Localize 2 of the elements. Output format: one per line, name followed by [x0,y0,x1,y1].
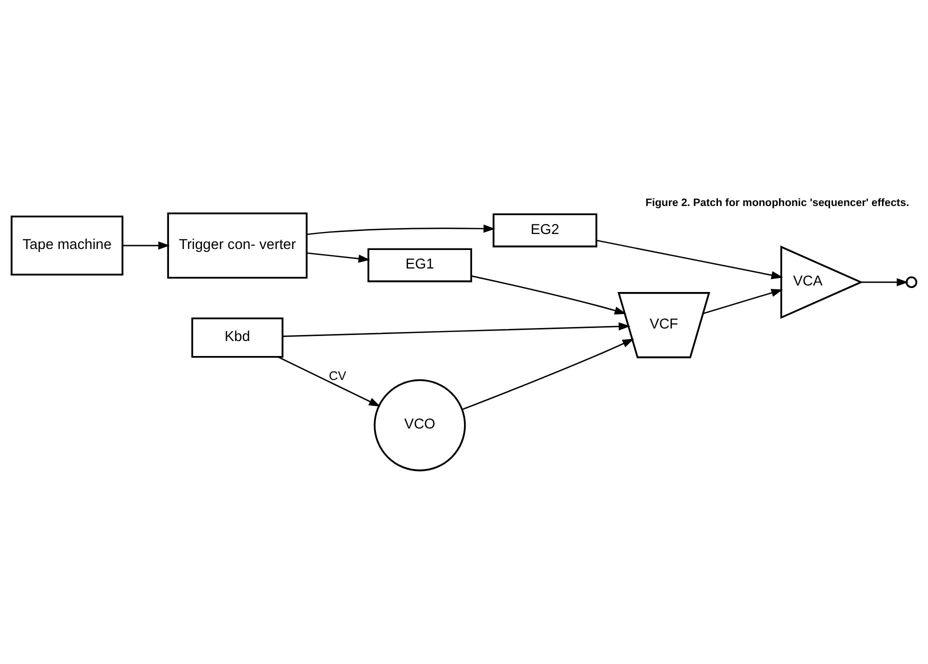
edge-label: CV [328,368,346,382]
diagram-title: Figure 2. Patch for monophonic 'sequencer' effects. [645,196,910,208]
